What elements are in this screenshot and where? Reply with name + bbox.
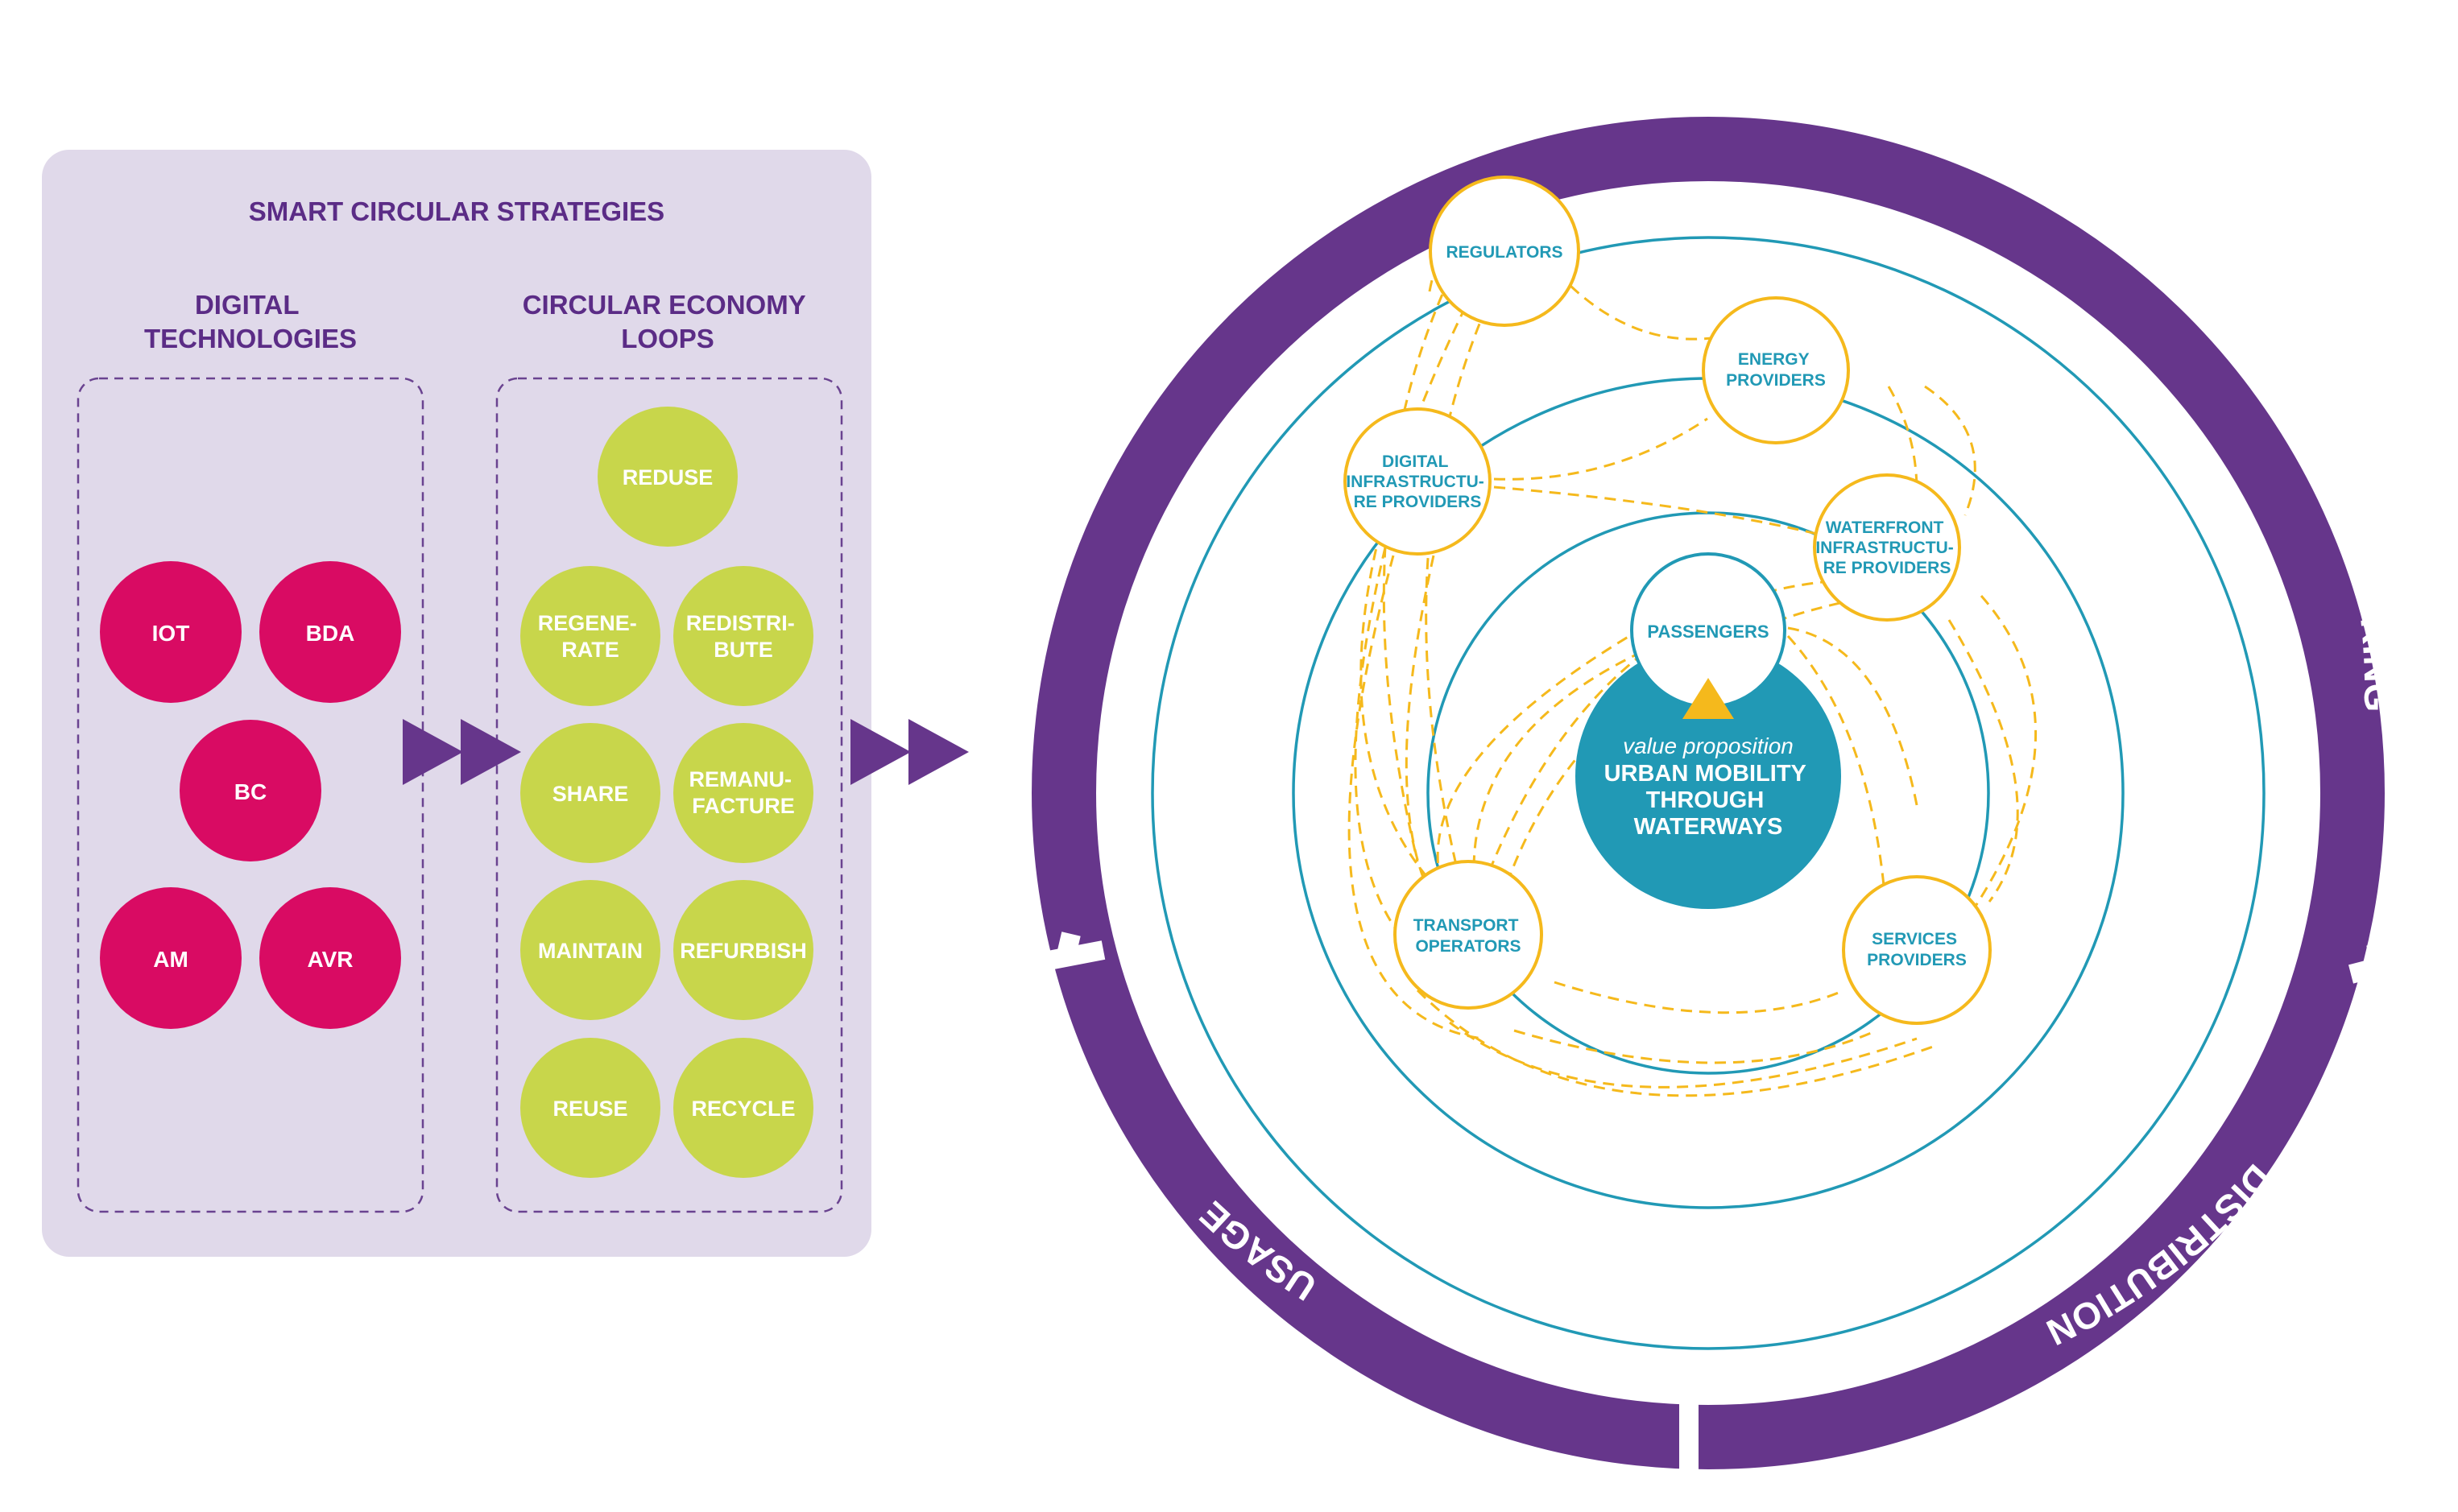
distribution-label: DISTRIBUTION <box>2039 1157 2278 1354</box>
value-title-line: THROUGH <box>1646 787 1765 813</box>
redistribute-line: REDISTRI- <box>686 611 795 635</box>
passengers-node: PASSENGERS <box>1630 552 1786 719</box>
lifecycle-band <box>1032 117 2385 1469</box>
arrow-icon <box>403 719 521 785</box>
transport-operators-circle <box>1393 860 1543 1010</box>
stakeholder-nodes: REGULATORS ENERGY PROVIDERS DIGITAL INFR… <box>1343 176 1992 1025</box>
value-proposition-circle <box>1575 643 1841 909</box>
am-circle <box>100 887 242 1029</box>
ecosystem-rings <box>1151 236 2266 1350</box>
transport-line: OPERATORS <box>1415 937 1521 956</box>
energy-node: ENERGY PROVIDERS <box>1702 296 1850 444</box>
value-proposition-subtitle: value proposition <box>1623 733 1794 758</box>
am-label: AM <box>153 947 188 972</box>
iot-label: IOT <box>152 621 190 646</box>
digital-infrastructure-line: DIGITAL <box>1382 452 1449 471</box>
remanufacture-line: FACTURE <box>692 794 795 818</box>
transport-operators-label: TRANSPORT OPERATORS <box>1413 916 1524 956</box>
refurbish-circle <box>673 880 813 1020</box>
inner-ring <box>1426 511 1990 1075</box>
segment-design: DESIGN <box>1633 31 1784 76</box>
bda-circle <box>259 561 401 703</box>
digital-infrastructure-node: DIGITAL INFRASTRUCTU- RE PROVIDERS <box>1343 407 1492 556</box>
redistribute-circle <box>673 566 813 706</box>
waterfront-line: WATERFRONT <box>1826 518 1944 537</box>
segment-gaps <box>1008 116 2394 1498</box>
waterfront-infrastructure-node: WATERFRONT INFRASTRUCTU- RE PROVIDERS <box>1813 473 1961 622</box>
value-proposition: value proposition URBAN MOBILITY THROUGH… <box>1575 643 1841 909</box>
services-providers-label: SERVICES PROVIDERS <box>1867 930 1967 969</box>
design-label: DESIGN <box>1633 31 1783 76</box>
remanufacture-line: REMANU- <box>689 767 792 791</box>
waterfront-line: RE PROVIDERS <box>1823 559 1951 577</box>
regulators-node: REGULATORS <box>1429 176 1580 327</box>
energy-line: ENERGY <box>1738 350 1810 369</box>
transport-line: TRANSPORT <box>1413 916 1519 935</box>
services-providers-node: SERVICES PROVIDERS <box>1842 875 1992 1025</box>
regulators-circle <box>1429 176 1580 327</box>
reduse-label: REDUSE <box>623 465 714 490</box>
waterfront-infrastructure-circle <box>1813 473 1961 622</box>
value-title-line: URBAN MOBILITY <box>1604 761 1806 787</box>
circular-loops-heading: CIRCULAR ECONOMY LOOPS <box>523 290 813 353</box>
value-title-line: WATERWAYS <box>1634 814 1783 840</box>
digital-heading-line: TECHNOLOGIES <box>144 324 357 353</box>
services-line: SERVICES <box>1872 930 1957 948</box>
digital-technologies-heading: DIGITAL TECHNOLOGIES <box>144 290 357 353</box>
waterfront-infrastructure-label: WATERFRONT INFRASTRUCTU- RE PROVIDERS <box>1815 518 1958 577</box>
outer-ring <box>1151 236 2266 1350</box>
digital-infrastructure-label: DIGITAL INFRASTRUCTU- RE PROVIDERS <box>1346 452 1488 511</box>
passengers-label: PASSENGERS <box>1647 622 1769 642</box>
value-proposition-title: URBAN MOBILITY THROUGH WATERWAYS <box>1604 761 1813 840</box>
recycle-circle <box>673 1038 813 1178</box>
iot-circle <box>100 561 242 703</box>
regenerate-circle <box>520 566 660 706</box>
energy-label: ENERGY PROVIDERS <box>1726 350 1826 390</box>
regenerate-line: REGENE- <box>538 611 637 635</box>
panel-title: SMART CIRCULAR STRATEGIES <box>249 196 664 226</box>
digital-infrastructure-line: RE PROVIDERS <box>1354 493 1482 511</box>
reuse-circle <box>520 1038 660 1178</box>
technology-circles: IOT BDA BC AM AVR <box>100 561 401 1029</box>
waterfront-line: INFRASTRUCTU- <box>1815 539 1953 557</box>
energy-circle <box>1702 296 1850 444</box>
loop-circles: REDUSE REGENE- RATE REDISTRI- BUTE SHARE… <box>520 407 813 1178</box>
redistribute-line: BUTE <box>714 638 773 662</box>
refurbish-label: REFURBISH <box>680 939 807 963</box>
avr-circle <box>259 887 401 1029</box>
digital-heading-line: DIGITAL <box>195 290 299 320</box>
avr-label: AVR <box>307 947 353 972</box>
maintain-label: MAINTAIN <box>538 939 643 963</box>
digital-infrastructure-line: INFRASTRUCTU- <box>1346 473 1483 491</box>
bc-circle <box>180 720 321 861</box>
triangle-icon <box>1682 678 1734 719</box>
energy-line: PROVIDERS <box>1726 371 1826 390</box>
services-providers-circle <box>1842 875 1992 1025</box>
digital-infrastructure-circle <box>1343 407 1492 556</box>
recycle-label: RECYCLE <box>691 1097 795 1121</box>
arrow-icon <box>850 719 969 785</box>
regenerate-line: RATE <box>561 638 619 662</box>
reduse-circle <box>598 407 738 547</box>
reuse-label: REUSE <box>552 1097 627 1121</box>
smart-circular-strategies-panel: SMART CIRCULAR STRATEGIES DIGITAL TECHNO… <box>42 150 871 1257</box>
services-line: PROVIDERS <box>1867 951 1967 969</box>
share-label: SHARE <box>552 782 629 806</box>
circular-heading-line: LOOPS <box>621 324 714 353</box>
remanufacture-circle <box>673 723 813 863</box>
segment-distribution: DISTRIBUTION <box>2039 1157 2279 1354</box>
redistribute-label: REDISTRI- BUTE <box>686 611 801 662</box>
share-circle <box>520 723 660 863</box>
remanufacture-label: REMANU- FACTURE <box>689 767 797 818</box>
regenerate-label: REGENE- RATE <box>538 611 643 662</box>
regulators-label: REGULATORS <box>1446 243 1562 262</box>
maintain-circle <box>520 880 660 1020</box>
transport-operators-node: TRANSPORT OPERATORS <box>1393 860 1543 1010</box>
bc-label: BC <box>234 779 267 804</box>
bda-label: BDA <box>306 621 355 646</box>
circular-heading-line: CIRCULAR ECONOMY <box>523 290 806 320</box>
